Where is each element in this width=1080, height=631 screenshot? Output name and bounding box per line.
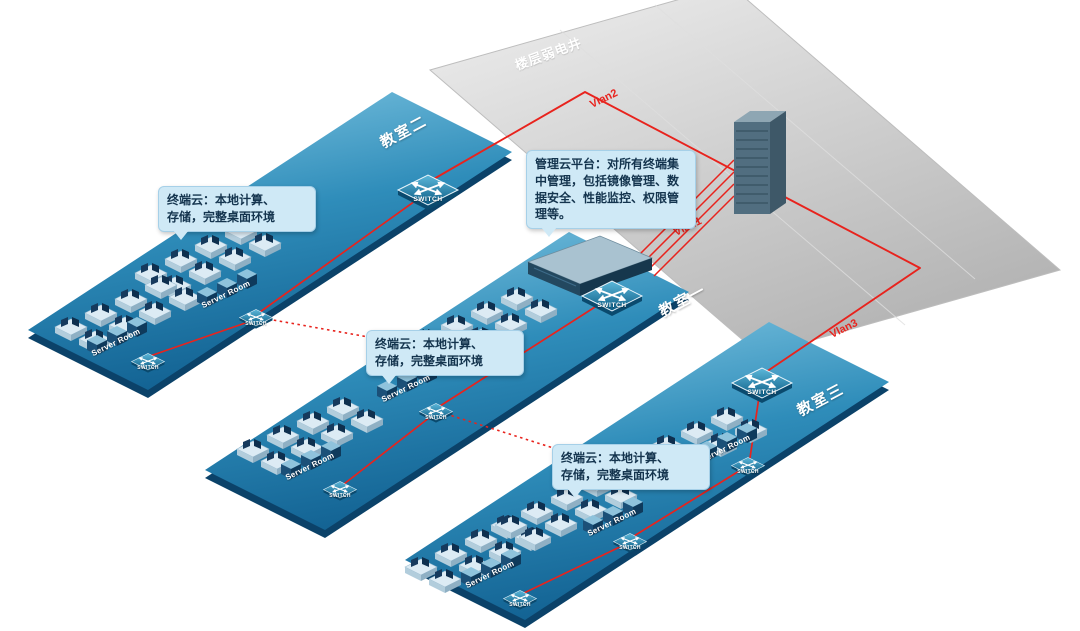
callout-terminal-cloud-2: 终端云：本地计算、 存储，完整桌面环境 [366, 330, 524, 384]
server-rack-icon [734, 111, 786, 214]
inter-platform-dashed-line-1 [261, 317, 431, 349]
callout-terminal-cloud-1: 终端云：本地计算、 存储，完整桌面环境 [158, 186, 316, 240]
callout-management-cloud: 管理云平台：对所有终端集中管理，包括镜像管理、数据安全、性能监控、权限管理等。 [526, 150, 696, 238]
management-server-icon [526, 235, 654, 296]
classroom2-lan-line [149, 195, 423, 357]
callout-terminal-cloud-3: 终端云：本地计算、 存储，完整桌面环境 [552, 444, 710, 498]
inter-platform-dashed-line-2 [439, 411, 567, 453]
